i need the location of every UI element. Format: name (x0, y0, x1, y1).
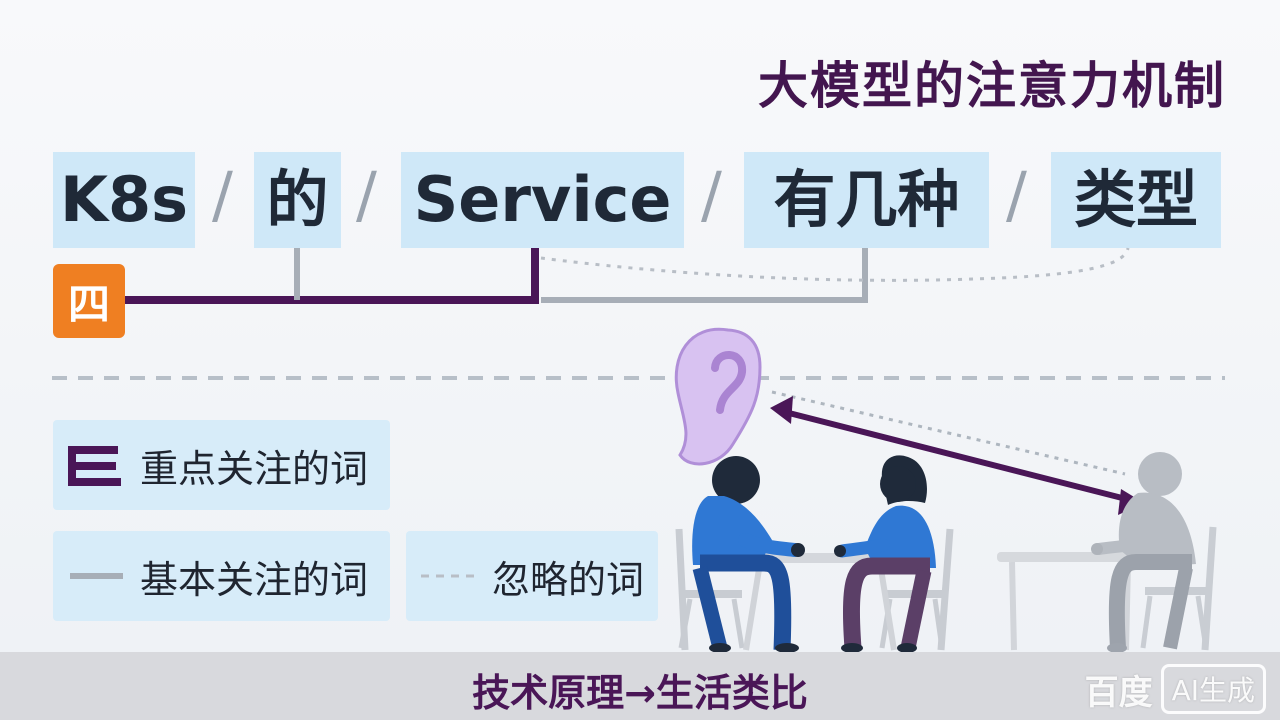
legend-strong-label: 重点关注的词 (140, 446, 369, 491)
strong-attention-icon (68, 446, 121, 486)
legend-strong: 重点关注的词 (53, 420, 390, 510)
token-label: 的 (266, 163, 329, 236)
attention-arrow-icon (770, 396, 1144, 515)
legend-basic-label: 基本关注的词 (140, 557, 369, 602)
number-badge: 四 (53, 264, 125, 338)
ear-icon (674, 327, 762, 466)
strong-attention-line (125, 248, 539, 304)
token-youjizhong: 有几种 (744, 152, 989, 248)
watermark-main: 百度 (1084, 672, 1153, 713)
token-separator: / (356, 158, 377, 231)
people-at-table-illustration (675, 452, 1217, 653)
token-label: Service (413, 163, 672, 236)
watermark: 百度 AI生成 (1085, 664, 1266, 714)
token-separator: / (701, 158, 722, 231)
ear-ignored-line (771, 390, 1126, 476)
token-service: Service (401, 152, 684, 248)
token-label: K8s (59, 163, 189, 236)
token-k8s: K8s (53, 152, 195, 248)
basic-attention-line-youjizhong (541, 248, 868, 303)
ignored-attention-line (540, 247, 1130, 282)
token-label: 有几种 (773, 163, 960, 236)
footer-caption: 技术原理→生活类比 (472, 671, 808, 715)
legend-ignored-label: 忽略的词 (492, 557, 645, 602)
basic-attention-icon (70, 573, 123, 579)
legend-basic: 基本关注的词 (53, 531, 390, 621)
legend-ignored: 忽略的词 (406, 531, 658, 621)
token-leixing: 类型 (1051, 152, 1221, 248)
token-separator: / (1006, 158, 1027, 231)
footer-bar (0, 652, 1280, 720)
token-separator: / (212, 158, 233, 231)
token-label: 类型 (1073, 163, 1198, 236)
watermark-tag: AI生成 (1160, 664, 1266, 714)
token-de: 的 (254, 152, 341, 248)
page-title: 大模型的注意力机制 (758, 57, 1226, 115)
ignored-attention-icon (421, 574, 475, 578)
